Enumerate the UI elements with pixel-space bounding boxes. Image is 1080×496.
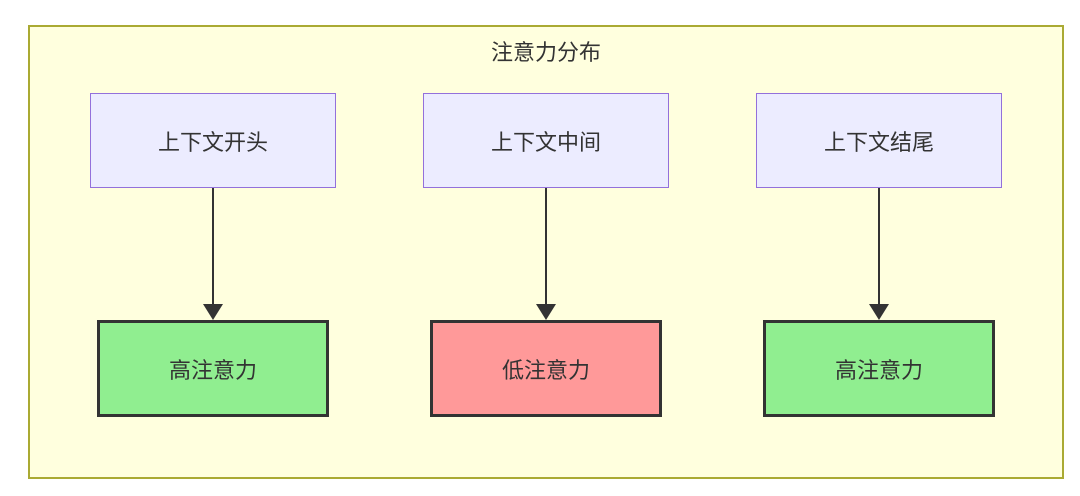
arrow-connector-2	[536, 188, 556, 320]
arrow-connector-1	[203, 188, 223, 320]
node-low-attention-label: 低注意力	[501, 358, 590, 384]
arrow-line	[545, 188, 547, 304]
node-context-middle: 上下文中间	[423, 93, 669, 188]
node-low-attention: 低注意力	[430, 320, 662, 417]
flow-columns: 上下文开头 高注意力 上下文中间 低注意力	[30, 93, 1062, 417]
attention-distribution-group: 注意力分布 上下文开头 高注意力 上下文中间	[28, 25, 1064, 479]
arrow-connector-3	[869, 188, 889, 320]
node-high-attention-1-label: 高注意力	[168, 358, 257, 384]
arrow-head-icon	[536, 304, 556, 320]
flow-column-context-end: 上下文结尾 高注意力	[756, 93, 1002, 417]
flow-column-context-middle: 上下文中间 低注意力	[423, 93, 669, 417]
node-context-end-label: 上下文结尾	[823, 130, 934, 156]
flow-column-context-start: 上下文开头 高注意力	[90, 93, 336, 417]
node-high-attention-1: 高注意力	[97, 320, 329, 417]
arrow-line	[212, 188, 214, 304]
diagram-title: 注意力分布	[490, 41, 601, 66]
node-high-attention-2: 高注意力	[763, 320, 995, 417]
node-context-start-label: 上下文开头	[157, 130, 268, 156]
arrow-head-icon	[869, 304, 889, 320]
node-context-end: 上下文结尾	[756, 93, 1002, 188]
arrow-line	[878, 188, 880, 304]
node-high-attention-2-label: 高注意力	[834, 358, 923, 384]
node-context-start: 上下文开头	[90, 93, 336, 188]
arrow-head-icon	[203, 304, 223, 320]
node-context-middle-label: 上下文中间	[490, 130, 601, 156]
